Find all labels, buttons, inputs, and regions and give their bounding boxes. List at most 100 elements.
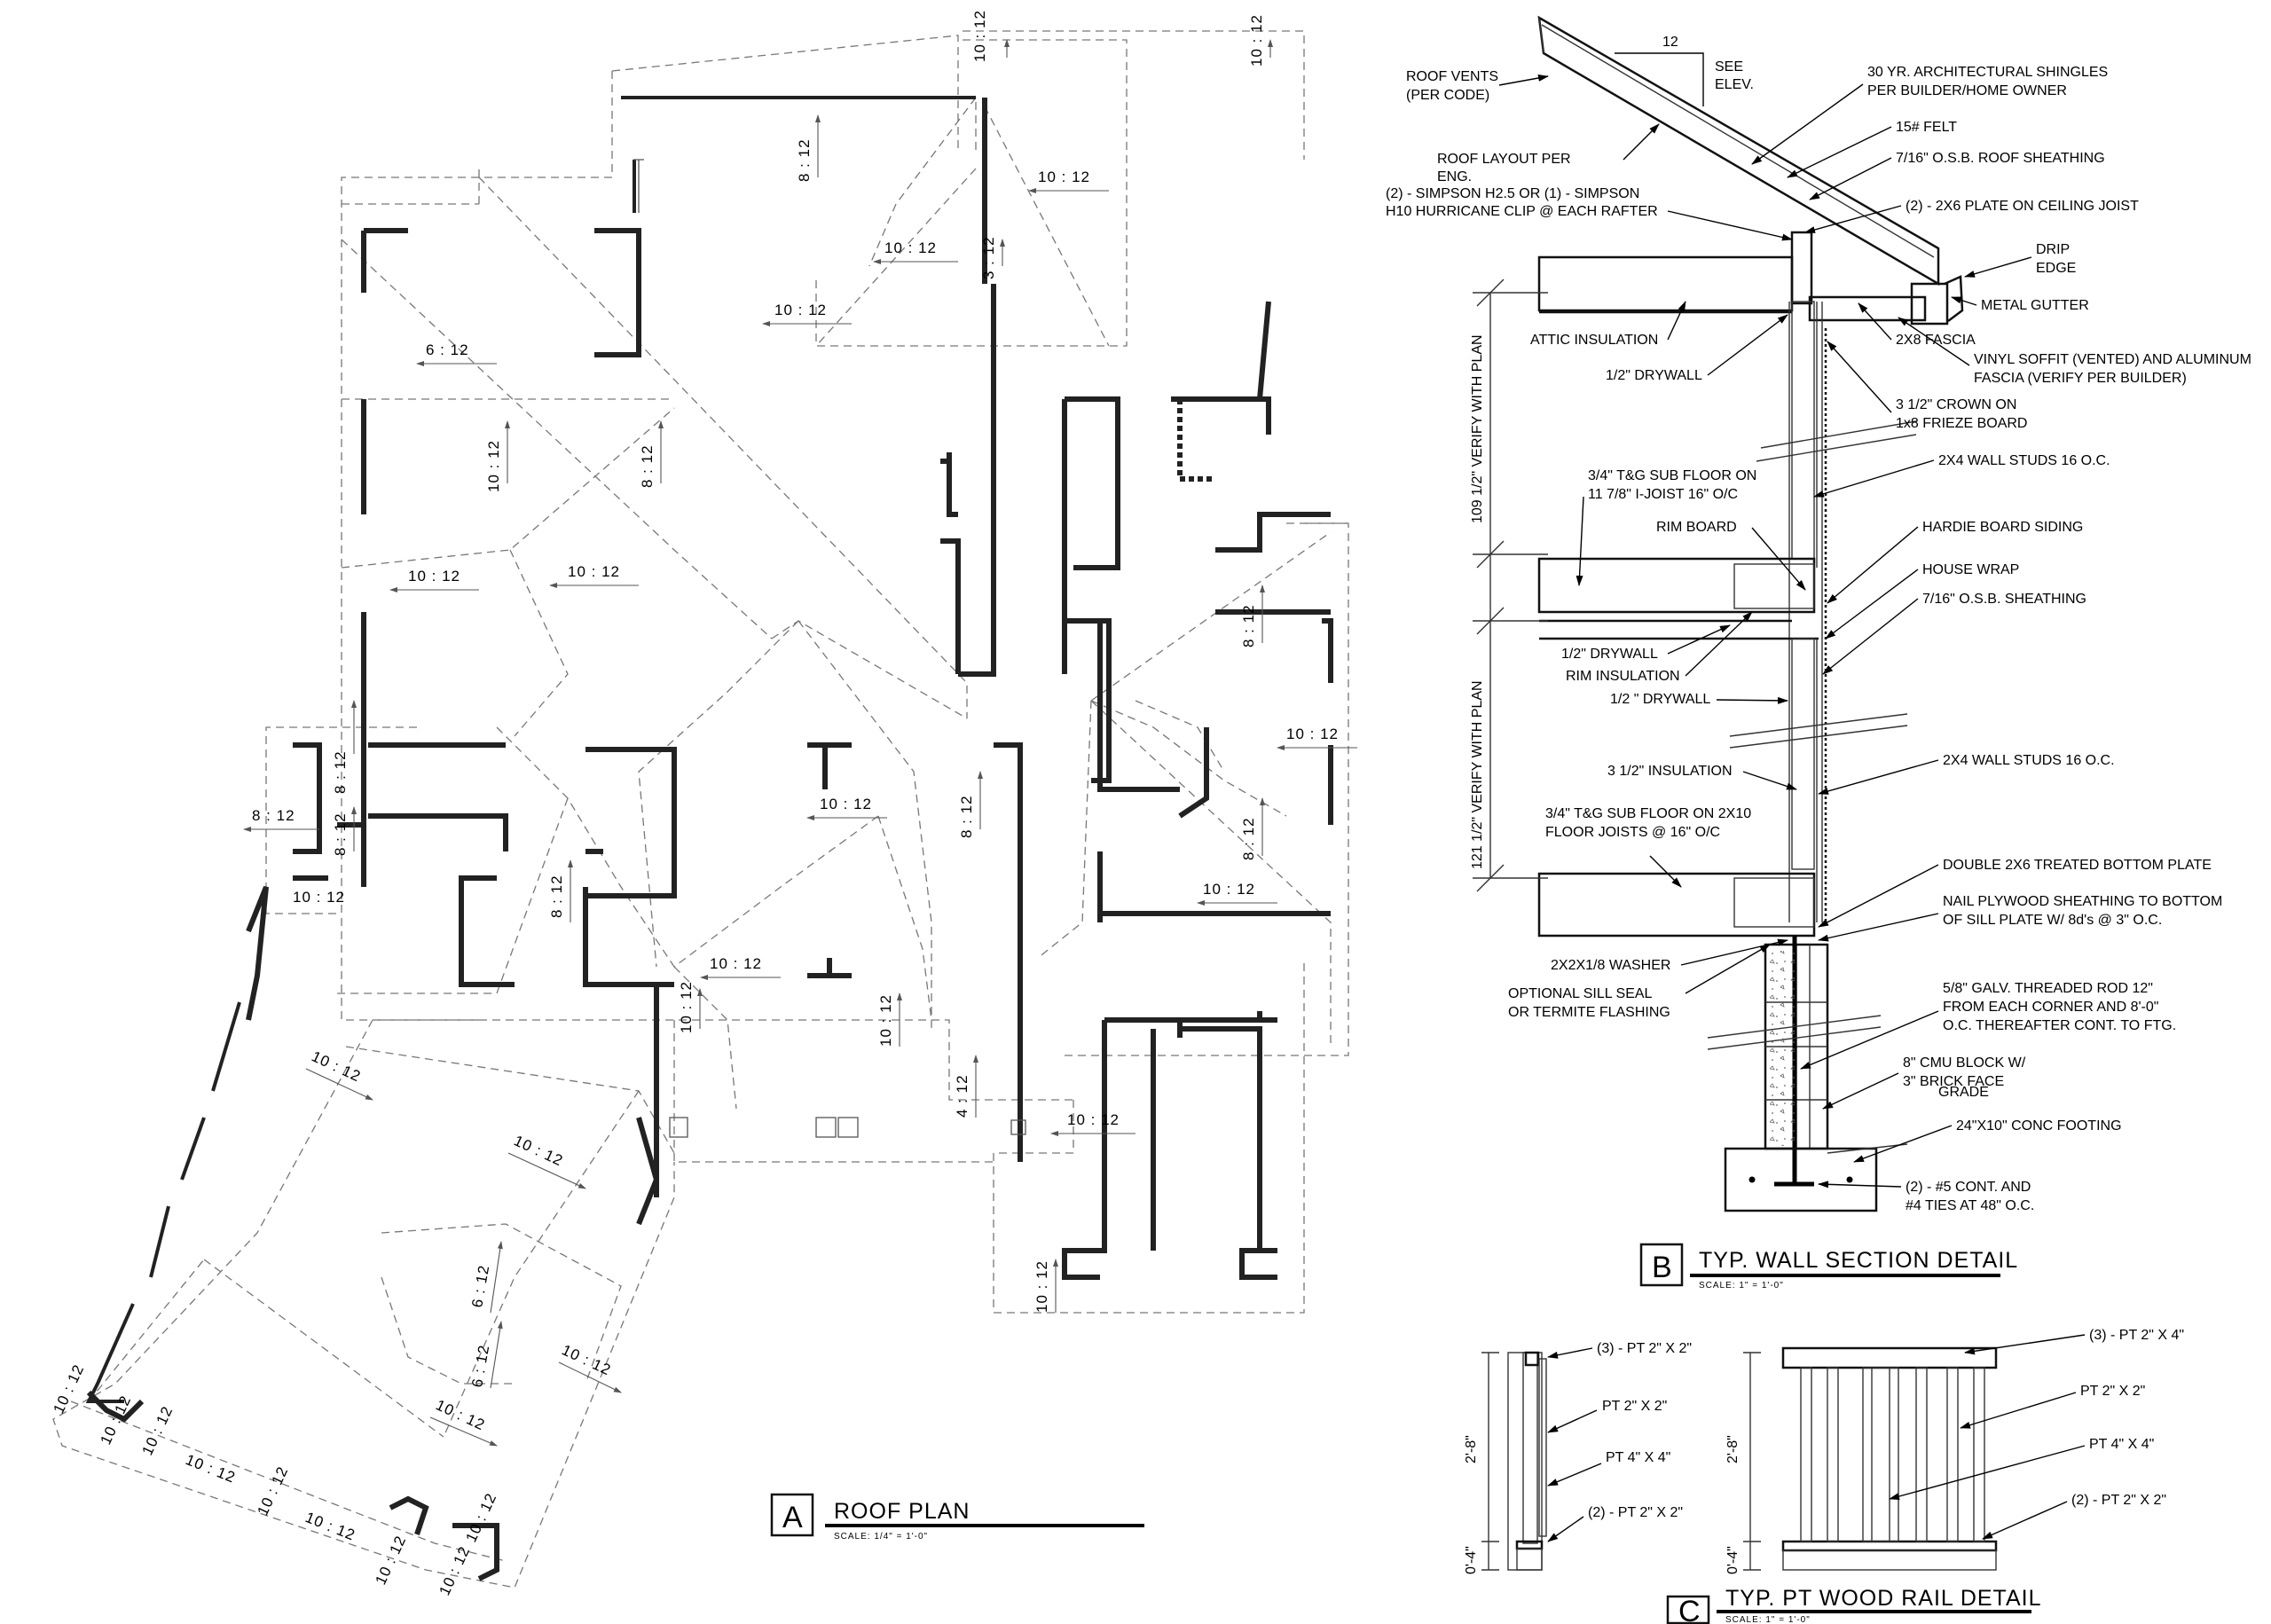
detail-letter-c: C (1678, 1595, 1701, 1624)
pitch-label: 10 : 12 (1203, 881, 1255, 898)
rail-note: PT 4" X 4" (2089, 1437, 2154, 1452)
roof-plan-walls (85, 96, 1333, 1581)
rail-detail-title: TYP. PT WOOD RAIL DETAIL (1725, 1586, 2041, 1611)
pitch-label: 10 : 12 (50, 1361, 87, 1416)
pitch-label: 10 : 12 (884, 239, 937, 256)
pitch-label: 3 : 12 (980, 236, 997, 279)
wall-section-title: TYP. WALL SECTION DETAIL (1699, 1248, 2018, 1273)
roof-eave-outlines (52, 30, 1349, 1589)
note: 5/8" GALV. THREADED ROD 12" (1943, 981, 2153, 996)
roof-plan-title: ROOF PLAN (834, 1499, 970, 1524)
note: 1/2" DRYWALL (1561, 647, 1658, 662)
note: 2X8 FASCIA (1896, 333, 1976, 348)
note: 30 YR. ARCHITECTURAL SHINGLES (1867, 65, 2108, 80)
note: 7/16" O.S.B. SHEATHING (1922, 592, 2086, 607)
title-block-c: C TYP. PT WOOD RAIL DETAIL SCALE: 1" = 1… (1666, 1586, 2041, 1624)
note: 2X4 WALL STUDS 16 O.C. (1943, 753, 2115, 768)
pitch-label: 6 : 12 (468, 1264, 492, 1309)
rail-base-height: 0'-4" (1725, 1546, 1741, 1574)
note: OPTIONAL SILL SEAL (1508, 986, 1653, 1001)
pitch-label: 10 : 12 (1033, 1260, 1050, 1313)
note: 3/4" T&G SUB FLOOR ON 2X10 (1545, 806, 1751, 821)
pitch-label: 10 : 12 (293, 889, 345, 906)
roof-assembly (1537, 15, 1940, 286)
note: H10 HURRICANE CLIP @ EACH RAFTER (1386, 204, 1658, 219)
note: EDGE (2036, 261, 2076, 276)
rail-note: PT 2" X 2" (2080, 1384, 2145, 1399)
pitch-label: 10 : 12 (485, 440, 502, 492)
pitch-label: 10 : 12 (971, 10, 988, 62)
roof-penetrations (633, 159, 1026, 1138)
note: (2) - SIMPSON H2.5 OR (1) - SIMPSON (1386, 186, 1639, 201)
rail-detail-scale: SCALE: 1" = 1'-0" (1725, 1615, 1811, 1624)
upper-wall-height: 109 1/2" VERIFY WITH PLAN (1470, 334, 1485, 523)
note: 3 1/2" INSULATION (1607, 764, 1733, 779)
see-elev-label: ELEV. (1715, 77, 1754, 92)
title-block-b: B TYP. WALL SECTION DETAIL SCALE: 1" = 1… (1639, 1243, 2018, 1291)
pitch-label: 8 : 12 (639, 444, 656, 488)
rail-section-view: 2'-8" 0'-4" (3) - PT 2" X 2" PT 2" X 2" … (1464, 1341, 1692, 1574)
pitch-label: 10 : 12 (710, 955, 762, 972)
note: 3 1/2" CROWN ON (1896, 397, 2016, 412)
pitch-label: 10 : 12 (1248, 14, 1265, 67)
title-block-a: A ROOF PLAN SCALE: 1/4" = 1'-0" (770, 1493, 1144, 1542)
note: 1x8 FRIEZE BOARD (1896, 416, 2027, 431)
rail-elevation-view: 2'-8" 0'-4" (3) - PT 2" X 4" PT 2" X 2" … (1725, 1328, 2184, 1574)
note: 11 7/8" I-JOIST 16" O/C (1588, 487, 1738, 502)
pitch-label: 8 : 12 (252, 807, 295, 824)
pitch-label: 10 : 12 (1286, 726, 1339, 742)
pitch-label: 10 : 12 (436, 1543, 473, 1598)
pitch-label: 10 : 12 (820, 796, 872, 812)
note: 24"X10" CONC FOOTING (1956, 1118, 2122, 1134)
note: HARDIE BOARD SIDING (1922, 520, 2083, 535)
note: ATTIC INSULATION (1530, 333, 1658, 348)
note: (PER CODE) (1406, 88, 1489, 103)
pitch-label: 8 : 12 (548, 875, 565, 918)
pitch-label: 10 : 12 (138, 1403, 176, 1458)
note: NAIL PLYWOOD SHEATHING TO BOTTOM (1943, 894, 2222, 909)
pitch-label: 8 : 12 (958, 795, 975, 838)
pitch-label: 8 : 12 (332, 750, 349, 794)
note: GRADE (1938, 1085, 1989, 1100)
pitch-label: 10 : 12 (303, 1509, 358, 1544)
note: RIM BOARD (1656, 520, 1737, 535)
rail-base-height: 0'-4" (1464, 1546, 1479, 1574)
note: DOUBLE 2X6 TREATED BOTTOM PLATE (1943, 858, 2212, 873)
rail-height: 2'-8" (1464, 1435, 1479, 1463)
height-dimensions: 109 1/2" VERIFY WITH PLAN 121 1/2" VERIF… (1470, 279, 1548, 892)
note: 15# FELT (1896, 120, 1957, 135)
note: DRIP (2036, 242, 2070, 257)
pitch-label: 10 : 12 (877, 994, 894, 1047)
wall-notes-left: ROOF VENTS (PER CODE) ROOF LAYOUT PER EN… (1386, 69, 1806, 1020)
note: (2) - #5 CONT. AND (1906, 1180, 2031, 1195)
lower-wall (1729, 638, 1908, 922)
rail-note: (3) - PT 2" X 4" (2089, 1328, 2184, 1343)
roof-hip-lines (88, 97, 1332, 1438)
roof-pitch-labels: 10 : 12 10 : 12 8 : 12 10 : 12 3 : 12 10… (50, 10, 1339, 1598)
note: 7/16" O.S.B. ROOF SHEATHING (1896, 151, 2105, 166)
pitch-label: 10 : 12 (568, 563, 620, 580)
upper-floor (1537, 557, 1819, 640)
pitch-label: 6 : 12 (468, 1344, 492, 1389)
note: OF SILL PLATE W/ 8d's @ 3" O.C. (1943, 913, 2162, 928)
note: 1/2 " DRYWALL (1610, 692, 1710, 707)
pitch-label: 10 : 12 (433, 1396, 488, 1433)
roof-plan-scale: SCALE: 1/4" = 1'-0" (834, 1532, 928, 1542)
note: 2X2X1/8 WASHER (1551, 958, 1670, 973)
note: OR TERMITE FLASHING (1508, 1005, 1670, 1020)
note: ROOF VENTS (1406, 69, 1498, 84)
note: 1/2" DRYWALL (1606, 368, 1702, 383)
note: FROM EACH CORNER AND 8'-0" (1943, 1000, 2158, 1015)
note: PER BUILDER/HOME OWNER (1867, 83, 2067, 98)
note: RIM INSULATION (1566, 669, 1680, 684)
detail-letter-b: B (1652, 1251, 1672, 1284)
pitch-label: 8 : 12 (796, 138, 813, 182)
slope-arrows (243, 39, 1357, 1447)
rail-note: (2) - PT 2" X 2" (1588, 1505, 1683, 1520)
pitch-label: 10 : 12 (774, 302, 827, 318)
note: VINYL SOFFIT (VENTED) AND ALUMINUM (1974, 352, 2251, 367)
note: 3/4" T&G SUB FLOOR ON (1588, 468, 1756, 483)
roof-plan: 10 : 12 10 : 12 8 : 12 10 : 12 3 : 12 10… (50, 10, 1357, 1598)
pitch-label: 10 : 12 (309, 1047, 364, 1085)
